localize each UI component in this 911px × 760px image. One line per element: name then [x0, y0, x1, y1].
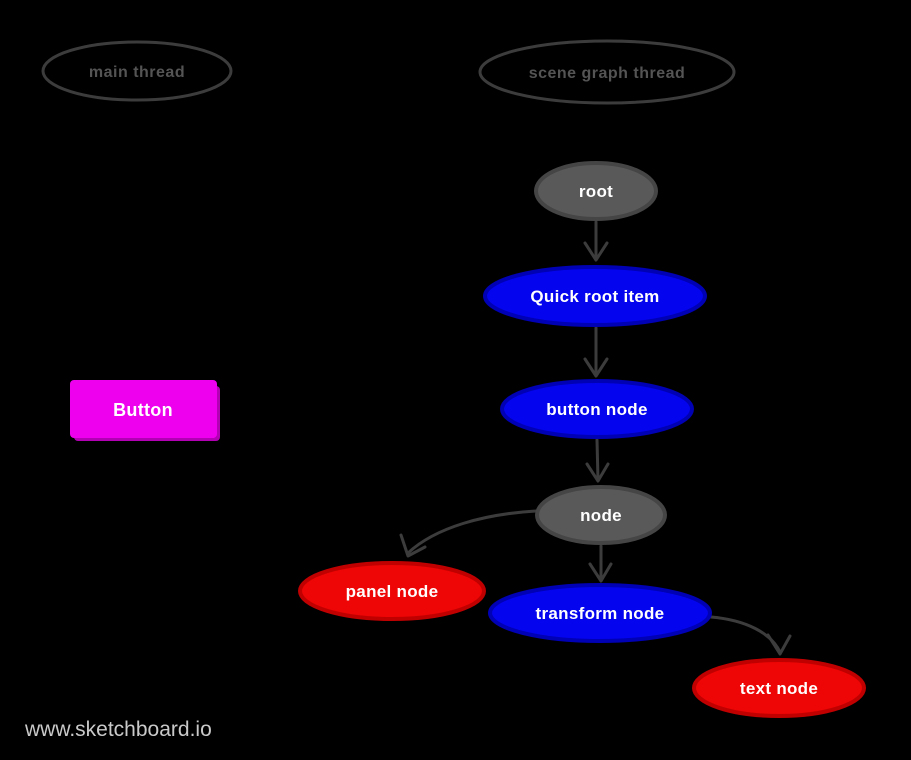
node-quick-root-item: Quick root item [483, 265, 707, 327]
edge-transform-node-to-text-node [709, 615, 792, 656]
root-node-label: root [579, 182, 613, 201]
edge-node-to-transform-node [588, 544, 613, 583]
edge-root-to-quick-root-item [583, 220, 609, 262]
node-button-node: button node [500, 379, 694, 439]
main-thread-outline-ellipse [41, 40, 233, 102]
panel-node-ellipse [298, 561, 486, 621]
thread-label-scene-graph: scene graph thread [478, 39, 736, 105]
node-text-node: text node [692, 658, 866, 718]
root-node-ellipse [534, 161, 658, 221]
button-node-label: button node [546, 400, 648, 419]
button-shape-rect [70, 380, 217, 438]
node-label: node [580, 506, 622, 525]
transform-node-label: transform node [536, 604, 665, 623]
scene-graph-thread-outline-ellipse [478, 39, 736, 105]
transform-node-ellipse [488, 583, 712, 643]
quick-root-item-label: Quick root item [530, 287, 659, 306]
node-ellipse [535, 485, 667, 545]
button-shape: Button [70, 380, 220, 441]
edge-node-to-panel-node [399, 509, 538, 558]
quick-root-item-ellipse [483, 265, 707, 327]
button-node-ellipse [500, 379, 694, 439]
watermark: www.sketchboard.io [24, 718, 212, 741]
node-root: root [534, 161, 658, 221]
text-node-ellipse [692, 658, 866, 718]
scene-graph-thread-label: scene graph thread [529, 65, 686, 82]
panel-node-label: panel node [346, 582, 439, 601]
node-transform-node: transform node [488, 583, 712, 643]
edges [399, 220, 792, 656]
thread-label-main: main thread [41, 40, 233, 102]
button-shape-label: Button [113, 400, 173, 420]
edge-button-node-to-node [585, 438, 610, 483]
node-panel-node: panel node [298, 561, 486, 621]
main-thread-label: main thread [89, 64, 185, 81]
text-node-label: text node [740, 679, 818, 698]
node-node: node [535, 485, 667, 545]
edge-quick-root-item-to-button-node [583, 326, 609, 378]
